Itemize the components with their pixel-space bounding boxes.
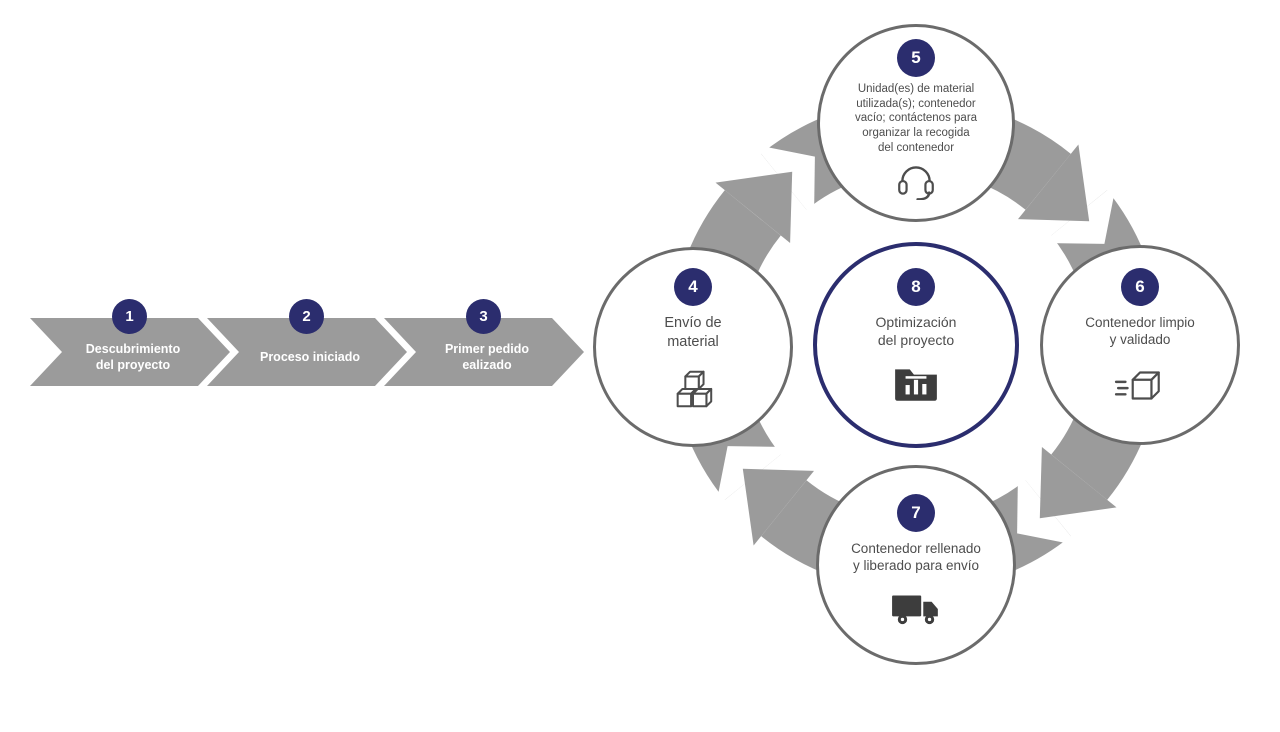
step-label: Envío de material — [664, 315, 722, 350]
cycle-step-material-shipment: 4 Envío de material — [593, 247, 793, 447]
timeline-step-2-number: 2 — [289, 299, 324, 334]
step-label: Contenedor rellenado y liberado para env… — [851, 541, 981, 574]
timeline-step-3-number: 3 — [466, 299, 501, 334]
step-number-badge: 8 — [897, 268, 935, 306]
cycle-step-project-optimization: 8 Optimización del proyecto — [813, 242, 1019, 448]
timeline-step-1-label: Descubrimiento del proyecto — [85, 341, 181, 372]
step-number-badge: 4 — [674, 268, 712, 306]
step-label: Optimización del proyecto — [875, 314, 957, 348]
cycle-step-container-refilled: 7 Contenedor rellenado y liberado para e… — [816, 465, 1016, 665]
headset-icon — [898, 165, 934, 200]
cycle-step-container-empty: 5 Unidad(es) de material utilizada(s); c… — [817, 24, 1015, 222]
timeline-step-1-number: 1 — [112, 299, 147, 334]
step-number-badge: 5 — [897, 39, 935, 77]
shipping-box-icon — [1114, 370, 1160, 400]
truck-icon — [892, 595, 938, 624]
timeline-step-3-label: Primer pedido ealizado — [444, 341, 530, 372]
step-number-badge: 7 — [897, 494, 935, 532]
step-label: Unidad(es) de material utilizada(s); con… — [854, 83, 978, 154]
step-label: Contenedor limpio y validado — [1085, 315, 1195, 348]
timeline-step-2-label: Proceso iniciado — [259, 349, 361, 364]
cubes-icon — [676, 370, 713, 408]
step-number-badge: 6 — [1121, 268, 1159, 306]
cycle-step-container-clean: 6 Contenedor limpio y validado — [1040, 245, 1240, 445]
folder-chart-icon — [895, 369, 937, 401]
